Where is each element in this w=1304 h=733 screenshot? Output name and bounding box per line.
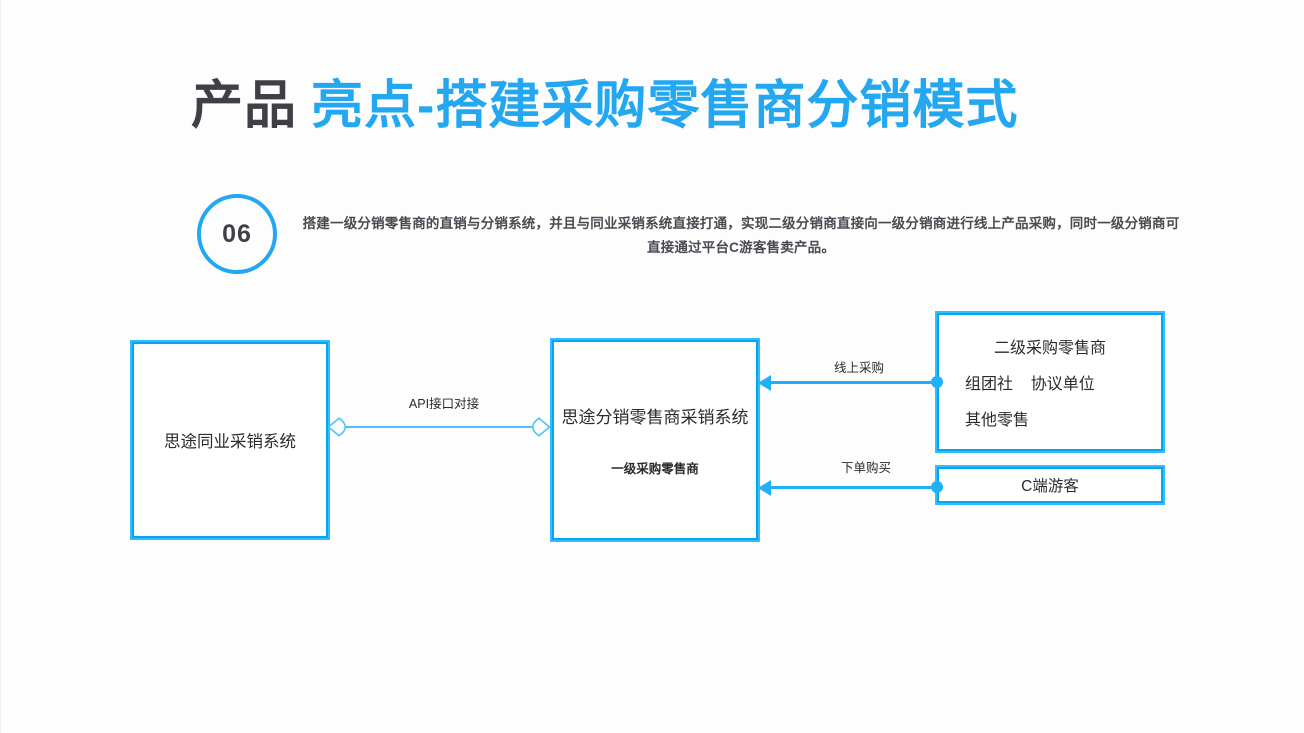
connector-dot-order <box>931 481 943 493</box>
node-secondary-retailer-heading: 二级采购零售商 <box>993 340 1106 357</box>
connector-dot-online <box>931 376 943 388</box>
teardrop-left-icon <box>327 417 347 437</box>
node-c-tourist[interactable]: C端游客 <box>935 465 1165 505</box>
node-supply-system[interactable]: 思途同业采销系统 <box>130 340 330 540</box>
node-secondary-retailer-row-1: 组团社 协议单位 <box>965 376 1095 393</box>
connector-api-label: API接口对接 <box>408 397 480 411</box>
section-number-text: 06 <box>222 219 252 248</box>
node-secondary-retailer-row-2: 其他零售 <box>965 412 1030 429</box>
node-secondary-retailer[interactable]: 二级采购零售商 组团社 协议单位 其他零售 <box>935 311 1165 453</box>
connector-api-line <box>344 426 540 428</box>
page-title-prefix: 产品 <box>191 77 298 135</box>
arrow-left-icon-order <box>758 479 771 496</box>
arrow-left-icon-online <box>758 374 771 391</box>
connector-online-purchase-line <box>771 381 937 384</box>
connector-place-order-label: 下单购买 <box>841 461 892 475</box>
node-distribution-system-sublabel: 一级采购零售商 <box>611 462 699 476</box>
node-distribution-system-label: 思途分销零售商采销系统 <box>561 408 749 427</box>
connector-place-order-line <box>771 486 937 489</box>
section-description: 搭建一级分销零售商的直销与分销系统，并且与同业采销系统直接打通，实现二级分销商直… <box>302 216 1180 255</box>
node-c-tourist-label: C端游客 <box>1021 478 1079 495</box>
teardrop-right-icon <box>531 417 551 437</box>
node-distribution-system[interactable]: 思途分销零售商采销系统 一级采购零售商 <box>550 338 760 542</box>
section-number-badge: 06 <box>197 194 277 274</box>
node-supply-system-label: 思途同业采销系统 <box>164 433 296 451</box>
page-title: 产品亮点-搭建采购零售商分销模式 <box>191 77 1019 135</box>
page-title-main: 亮点-搭建采购零售商分销模式 <box>311 77 1019 135</box>
connector-online-purchase-label: 线上采购 <box>834 361 885 375</box>
